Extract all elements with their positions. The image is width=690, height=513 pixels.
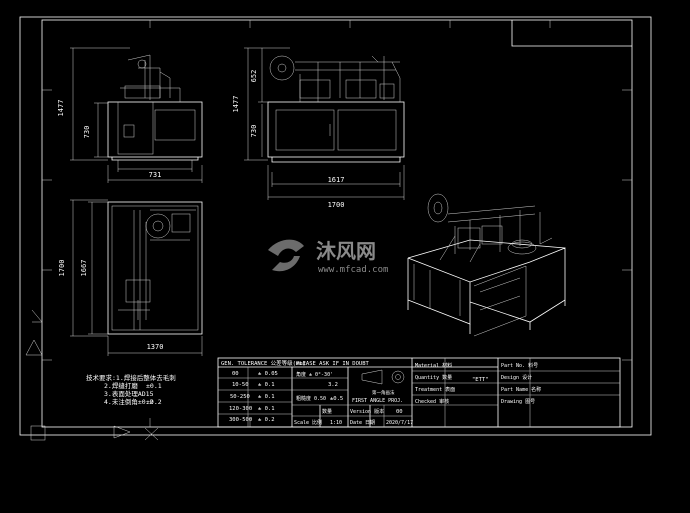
quantity-label: Quantity 数量 (415, 374, 452, 381)
front-view-right-dimensions: 1477 652 730 1617 1700 (232, 47, 405, 209)
tol-value-2: ± 0.1 (258, 382, 275, 388)
tol-range-4: 120-300 (229, 406, 252, 412)
tol-range-1: 00 (232, 371, 239, 377)
note-line-2: 2.焊缝打磨 (104, 381, 138, 390)
front-right-top-dim: 652 (250, 70, 258, 83)
part-no-label: Part No. 料号 (501, 362, 538, 369)
doubt-notice: PLEASE ASK IF IN DOUBT (296, 361, 370, 367)
note-line-4: 4.未注倒角±0.2 (104, 397, 154, 406)
side-view-dimensions: 1700 1667 1370 (58, 199, 203, 356)
front-view-right (267, 55, 405, 163)
note-side-value-1: ±0.1 (146, 382, 162, 390)
material-label: Material 材料 (415, 362, 452, 369)
front-left-inner-dim: 730 (83, 126, 91, 139)
front-right-width-dim: 1700 (328, 201, 345, 209)
front-right-height-dim: 1477 (232, 96, 240, 113)
front-view-left (107, 54, 203, 161)
note-line-1: 技术要求:1.焊接后整体去毛刺 (86, 373, 176, 382)
scale-label: Scale 比例 (294, 419, 322, 426)
note-side-value-2: ±0.2 (146, 398, 162, 406)
version-value: 00 (396, 409, 403, 415)
tol-range-5: 300-500 (229, 417, 252, 423)
qty-value: 1:10 (330, 420, 342, 426)
watermark: 沐风网 www.mfcad.com (268, 239, 388, 275)
watermark-url: www.mfcad.com (318, 265, 388, 275)
side-width-dim: 1370 (147, 343, 164, 351)
drawing-no-label: Drawing 图号 (501, 399, 535, 405)
front-left-width-dim: 731 (149, 171, 162, 179)
date-label: Date 日期 (350, 420, 375, 426)
projection-label: 第一角画法 (372, 389, 395, 396)
technical-notes: 技术要求:1.焊接后整体去毛刺 2.焊缝打磨 3.表面处理AD15 4.未注倒角… (86, 373, 176, 406)
note-line-3: 3.表面处理AD15 (104, 389, 154, 398)
tolerance-header: GEN. TOLERANCE 公差等级(mm) (221, 359, 306, 367)
side-height-dim: 1700 (58, 260, 66, 277)
front-left-height-dim: 1477 (57, 100, 65, 117)
front-right-inner-dim: 730 (250, 125, 258, 138)
side-inner-dim: 1667 (80, 260, 88, 277)
tol-value-3: ± 0.1 (258, 394, 275, 400)
part-name-label: Part Name 名称 (501, 386, 541, 393)
finish-label: 粗糙度 0.50 (296, 395, 326, 402)
treatment-label: Treatment 表面 (415, 386, 455, 393)
projection-text: FIRST ANGLE PROJ. (352, 398, 403, 404)
first-angle-symbol-icon (361, 369, 383, 385)
tol-range-2: 10-50 (232, 382, 249, 388)
title-block: GEN. TOLERANCE 公差等级(mm) PLEASE ASK IF IN… (217, 357, 621, 428)
tol-range-3: 50-250 (230, 394, 250, 400)
date-value: 2020/7/17 (386, 420, 413, 426)
surface-value: 3.2 (328, 382, 338, 388)
front-view-left-dimensions: 1477 730 731 (57, 47, 203, 183)
tol-value-5: ± 0.2 (258, 417, 275, 423)
watermark-logo-icon (268, 239, 304, 272)
front-right-inner-width-dim: 1617 (328, 176, 345, 184)
version-label: Version 版本 (350, 408, 384, 415)
finish-value: ±0.5 (330, 396, 343, 402)
tol-value-1: ± 0.05 (258, 371, 278, 377)
qty-label: 数量 (322, 408, 332, 415)
angle-label: 角度 ± 0°-30' (296, 371, 333, 378)
checked-label: Checked 审核 (415, 398, 449, 405)
projection-circle-icon (391, 370, 405, 384)
project-name: "ETT" (472, 377, 489, 383)
watermark-brand: 沐风网 (316, 239, 376, 263)
side-view (107, 201, 203, 335)
design-label: Design 设计 (501, 374, 532, 381)
tol-value-4: ± 0.1 (258, 406, 275, 412)
isometric-view (407, 193, 566, 337)
